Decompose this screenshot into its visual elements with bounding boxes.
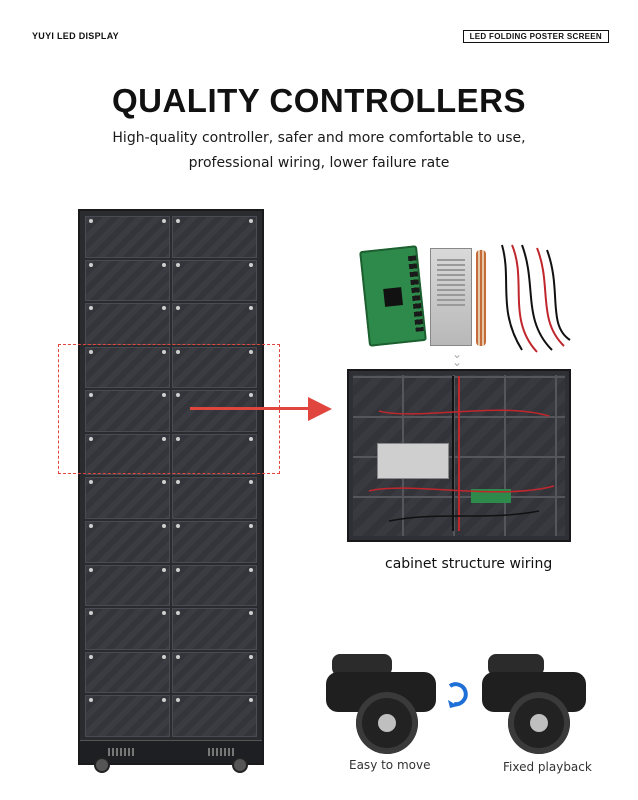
caster-wheel-icon [94,757,110,773]
arrow-right-icon [190,407,310,410]
led-module-panel [172,433,257,476]
move-caption: Easy to move [349,758,431,772]
wheel-hub [530,714,548,732]
led-module-panel [172,303,257,345]
chip-icon [383,287,403,307]
led-module-panel [85,564,170,607]
led-module-panel [172,564,257,607]
led-module-panel [85,216,170,258]
chevron-down-icon: ⌄⌄ [452,347,463,369]
receiving-card-image [359,245,427,347]
locked-caster-image [478,650,598,760]
subtitle-line-2: professional wiring, lower failure rate [188,155,450,171]
led-module-panel [172,346,257,389]
led-module-panel [172,521,257,563]
led-module-panel [172,695,257,737]
connector-pins [407,255,424,332]
led-module-panel [172,608,257,650]
wiring-lines [368,376,555,531]
caster-plate [332,654,392,676]
ribbon-cable-image [476,250,486,346]
cabinet-module-grid [85,216,257,737]
caster-plate [488,654,544,676]
led-module-panel [85,346,170,389]
vent-icon [208,748,234,756]
led-module-panel [172,390,257,432]
led-module-panel [172,216,257,258]
arrow-right-icon-head [308,397,332,421]
wheel-hub [378,714,396,732]
psu-grill [437,259,465,309]
led-module-panel [85,390,170,432]
led-module-panel [85,608,170,650]
wiring-caption: cabinet structure wiring [385,556,553,572]
rotate-arrow-icon [448,682,468,708]
power-supply-image [430,248,472,346]
vent-icon [108,748,134,756]
led-module-panel [85,259,170,302]
brand-name: YUYI LED DISPLAY [32,31,119,41]
caster-wheel-icon [232,757,248,773]
swivel-caster-image [322,648,442,758]
led-module-panel [172,651,257,694]
page-title: QUALITY CONTROLLERS [111,82,527,119]
subtitle-line-1: High-quality controller, safer and more … [112,130,526,146]
cabinet-wiring-image [347,369,571,542]
led-poster-cabinet-image [78,209,264,773]
fixed-caption: Fixed playback [503,760,592,774]
cabinet-base [80,740,262,773]
category-tag: LED FOLDING POSTER SCREEN [462,30,609,43]
led-module-panel [172,259,257,302]
led-module-panel [85,695,170,737]
led-module-panel [85,651,170,694]
led-module-panel [172,477,257,520]
led-module-panel [85,477,170,520]
led-module-panel [85,303,170,345]
power-cables-image [501,244,571,353]
led-module-panel [85,433,170,476]
power-supply-icon [377,443,449,479]
led-module-panel [85,521,170,563]
